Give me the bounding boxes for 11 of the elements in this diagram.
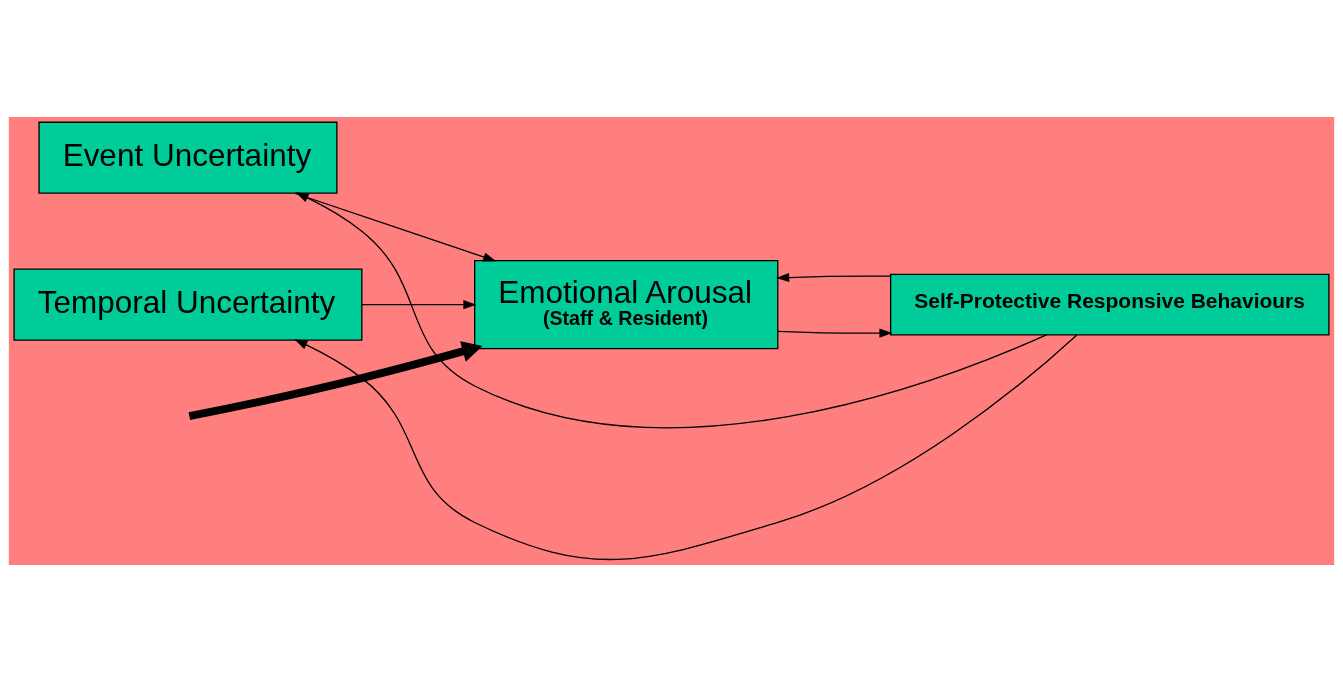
arrow	[776, 272, 892, 283]
node-box: Emotional Arousal (Staff & Resident)	[474, 260, 779, 350]
arrow	[294, 334, 1078, 560]
arrow	[361, 300, 477, 310]
arrow	[294, 192, 497, 262]
node-box: Temporal Uncertainty	[13, 268, 363, 341]
arrow	[295, 192, 1048, 429]
arrow	[188, 341, 483, 421]
node-box: Self-Protective Responsive Behaviours	[890, 273, 1330, 336]
arrow	[777, 328, 893, 338]
node-box: Event Uncertainty	[38, 121, 338, 194]
